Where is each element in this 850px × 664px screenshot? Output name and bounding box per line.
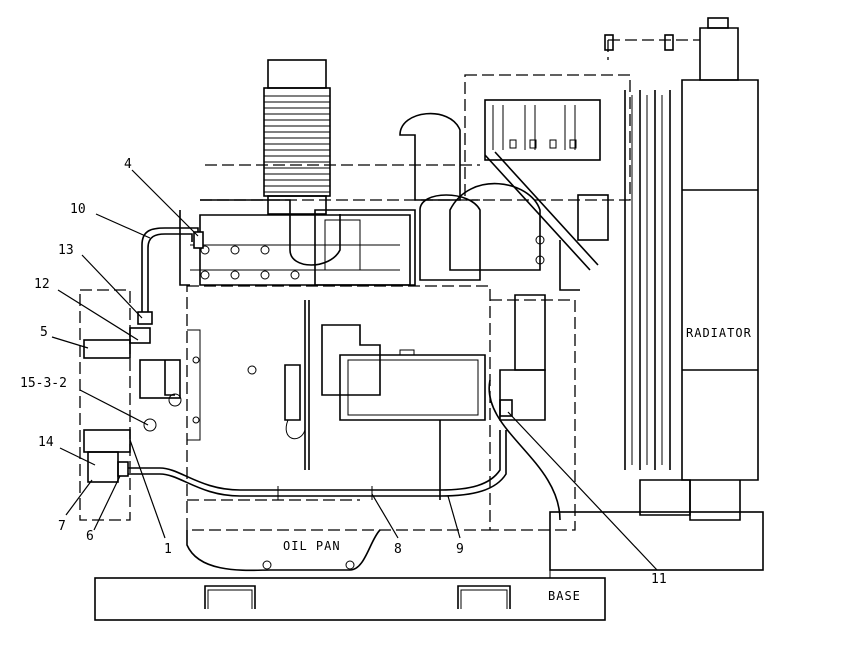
fuel-injection-pump (464, 74, 631, 291)
callout-12: 13 (58, 243, 74, 258)
callout-6: 6 (86, 529, 94, 544)
turbo-exhaust (205, 112, 541, 286)
callout-11: 12 (34, 277, 50, 292)
fuel-lines (128, 227, 507, 500)
air-cleaner (263, 59, 341, 266)
callout-14: 11 (651, 572, 667, 587)
callout-10: 10 (70, 202, 86, 217)
callout-5: 5 (40, 325, 48, 340)
callout-9: 9 (456, 542, 464, 557)
oil-pan: OIL PAN (186, 499, 381, 572)
callout-15-3-2: 15-3-2 (20, 376, 67, 391)
callout-7: 7 (58, 519, 66, 534)
callout-4: 4 (124, 157, 132, 172)
callout-leaders (51, 169, 658, 571)
callout-numbers: 4 10 13 12 5 15-3-2 14 7 6 1 8 9 11 (20, 157, 667, 587)
callout-1: 1 (164, 542, 172, 557)
radiator-assembly: RADIATOR (604, 17, 759, 521)
front-housing (488, 235, 576, 531)
oil-pan-label: OIL PAN (283, 539, 341, 553)
fuel-filter (79, 289, 182, 521)
radiator-label: RADIATOR (686, 326, 752, 340)
base-frame (94, 511, 764, 621)
callout-8: 8 (394, 542, 402, 557)
base-label: BASE (548, 589, 581, 603)
engine-block (179, 199, 491, 531)
callout-13: 14 (38, 435, 54, 450)
